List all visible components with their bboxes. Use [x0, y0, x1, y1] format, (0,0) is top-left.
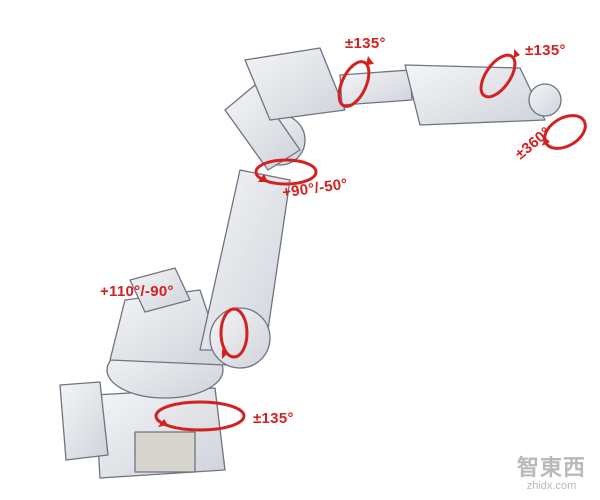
rotation-arrow-icon [154, 400, 246, 432]
flange [528, 83, 562, 117]
rotation-arrow-icon [479, 49, 520, 99]
watermark-chinese: 智東西 [516, 456, 586, 481]
rotation-arrow-icon [337, 56, 374, 108]
forearm-tube [339, 69, 413, 106]
forearm-housing [244, 47, 346, 121]
base-box [134, 431, 196, 473]
axis-4-range-label: ±135° [345, 35, 386, 52]
axis-2-range-label: +110°/-90° [100, 283, 174, 300]
turret-body [109, 289, 226, 366]
axis-1-range-label: ±135° [253, 410, 294, 427]
watermark-logo: 智東西 zhidx.com [517, 450, 586, 492]
shoulder-motor [129, 267, 191, 313]
rotation-arrow-icon [254, 158, 318, 186]
rotation-arrow-icon [219, 307, 249, 359]
base-side-block [59, 381, 109, 461]
rotation-arrow-icon [542, 114, 587, 150]
watermark-latin: zhidx.com [526, 480, 577, 492]
axis-5-range-label: ±135° [525, 42, 566, 59]
upper-link [224, 84, 301, 171]
